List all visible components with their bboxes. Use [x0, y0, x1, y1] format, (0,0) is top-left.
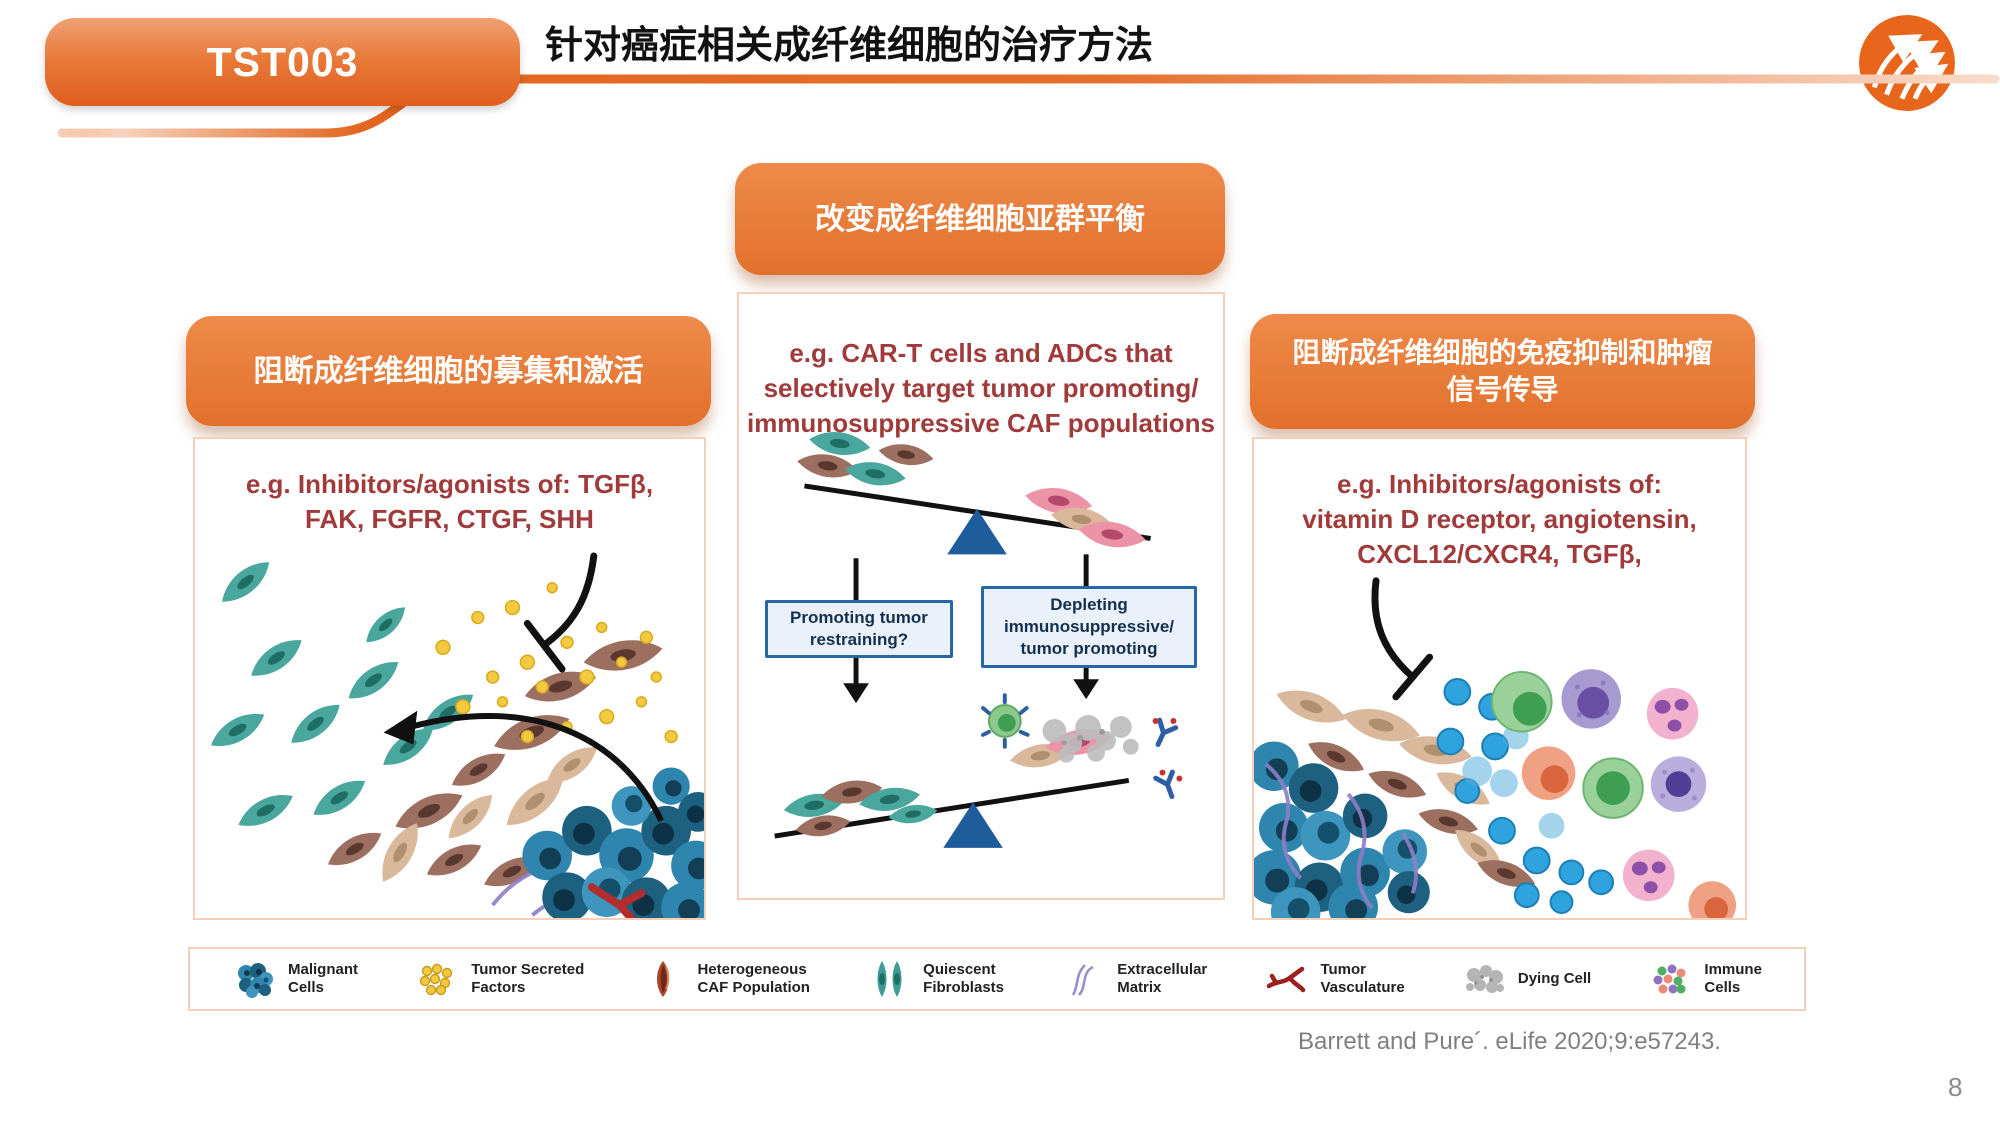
legend-item: Dying Cell: [1462, 959, 1591, 999]
example-text-left: e.g. Inhibitors/agonists of: TGFβ, FAK, …: [245, 469, 654, 535]
company-logo-icon: [1859, 15, 1955, 111]
strategy-heading-right: 阻断成纤维细胞的免疫抑制和肿瘤 信号传导: [1250, 314, 1755, 429]
legend-item: Tumor Vasculature: [1264, 959, 1405, 999]
legend-label: Dying Cell: [1517, 970, 1592, 987]
balance-label-promoting: Promoting tumor restraining?: [765, 600, 953, 658]
legend-bar: Malignant Cells Tumor Secreted Factors H…: [188, 947, 1806, 1011]
balance-label-depleting: Depleting immunosuppressive/ tumor promo…: [981, 586, 1197, 668]
example-text-center: e.g. CAR-T cells and ADCs that selective…: [746, 338, 1216, 439]
panel-subset-balance: e.g. CAR-T cells and ADCs that selective…: [737, 292, 1225, 900]
extracellular-matrix-icon: [1072, 964, 1094, 996]
page-number: 8: [1948, 1072, 1963, 1102]
quiescent-fibroblasts-icon: [877, 961, 902, 997]
legend-item: Quiescent Fibroblasts: [867, 959, 1004, 999]
legend-label: Quiescent Fibroblasts: [923, 961, 1005, 996]
tumor-vasculature-icon: [1267, 966, 1306, 993]
legend-label: Tumor Vasculature: [1320, 961, 1405, 996]
legend-label: Heterogeneous CAF Population: [697, 961, 810, 996]
legend-item: Immune Cells: [1648, 959, 1762, 999]
panel-immune-signaling: e.g. Inhibitors/agonists of: vitamin D r…: [1252, 437, 1747, 920]
legend-label: Immune Cells: [1704, 961, 1762, 996]
immune-cells-icon: [1653, 964, 1686, 994]
dying-cell-icon: [1465, 965, 1504, 993]
citation: Barrett and Pure´. eLife 2020;9:e57243.: [1298, 1028, 1721, 1055]
heterogeneous-caf-icon: [657, 961, 670, 997]
legend-item: Tumor Secreted Factors: [415, 959, 584, 999]
legend-label: Tumor Secreted Factors: [471, 961, 585, 996]
tumor-secreted-factors-icon: [419, 963, 453, 996]
legend-label: Malignant Cells: [288, 961, 358, 996]
malignant-cells-icon: [238, 963, 273, 998]
legend-item: Extracellular Matrix: [1061, 959, 1207, 999]
legend-item: Heterogeneous CAF Population: [641, 959, 810, 999]
product-badge: TST003: [45, 18, 520, 106]
example-text-right: e.g. Inhibitors/agonists of: vitamin D r…: [1302, 469, 1697, 570]
immune-signaling-illustration: [1254, 577, 1737, 918]
page-title: 针对癌症相关成纤维细胞的治疗方法: [545, 25, 1154, 67]
strategy-heading-center: 改变成纤维细胞亚群平衡: [735, 163, 1225, 275]
legend-item: Malignant Cells: [232, 959, 358, 999]
strategy-heading-left: 阻断成纤维细胞的募集和激活: [186, 316, 711, 426]
caf-recruitment-illustration: [195, 552, 704, 918]
legend-label: Extracellular Matrix: [1117, 961, 1208, 996]
panel-caf-recruitment: e.g. Inhibitors/agonists of: TGFβ, FAK, …: [193, 437, 706, 920]
